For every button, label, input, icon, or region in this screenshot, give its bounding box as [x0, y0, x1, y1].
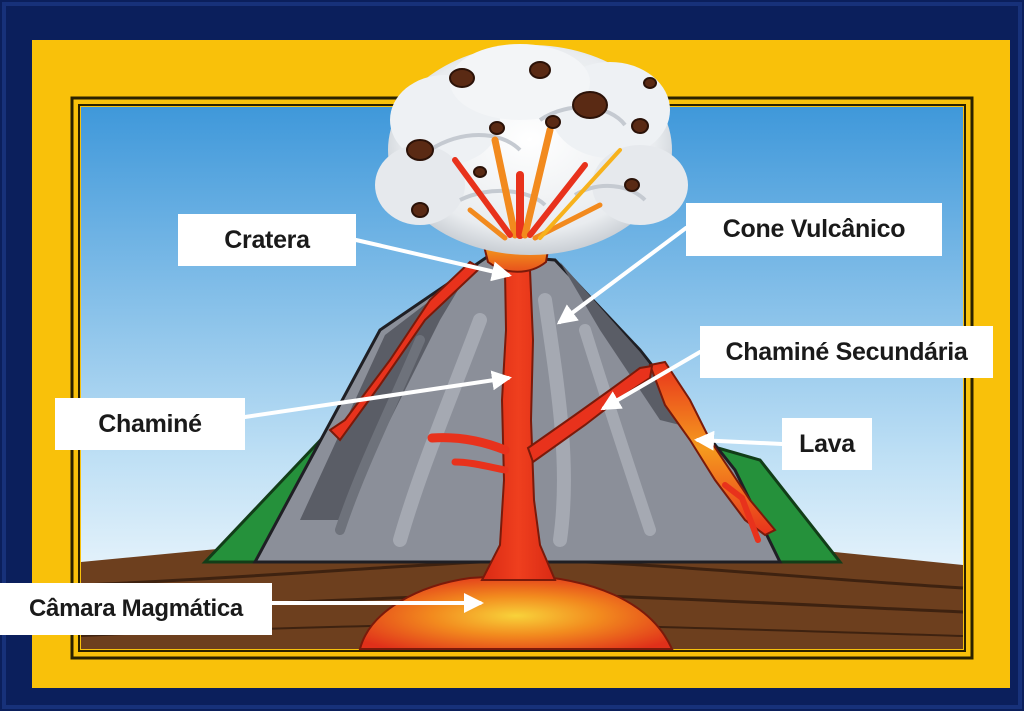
secondary-vent	[526, 364, 654, 464]
label-lava: Lava	[782, 418, 872, 470]
label-camara-magmatica: Câmara Magmática	[0, 583, 272, 635]
lava-flow-left	[328, 260, 482, 442]
volcanic-bombs	[406, 61, 657, 218]
arrow-lava	[694, 430, 784, 451]
main-vent	[480, 269, 557, 581]
eruption-streaks	[452, 126, 622, 241]
arrow-cone	[556, 226, 688, 325]
label-cone-vulcanico: Cone Vulcânico	[686, 203, 942, 256]
label-chamine: Chaminé	[55, 398, 245, 450]
arrow-chamine-secundaria	[600, 350, 702, 411]
label-chamine-secundaria: Chaminé Secundária	[700, 326, 993, 378]
label-cratera: Cratera	[178, 214, 356, 266]
label-arrows	[243, 226, 784, 613]
arrow-chamine	[243, 370, 512, 419]
arrow-cratera	[354, 238, 512, 282]
